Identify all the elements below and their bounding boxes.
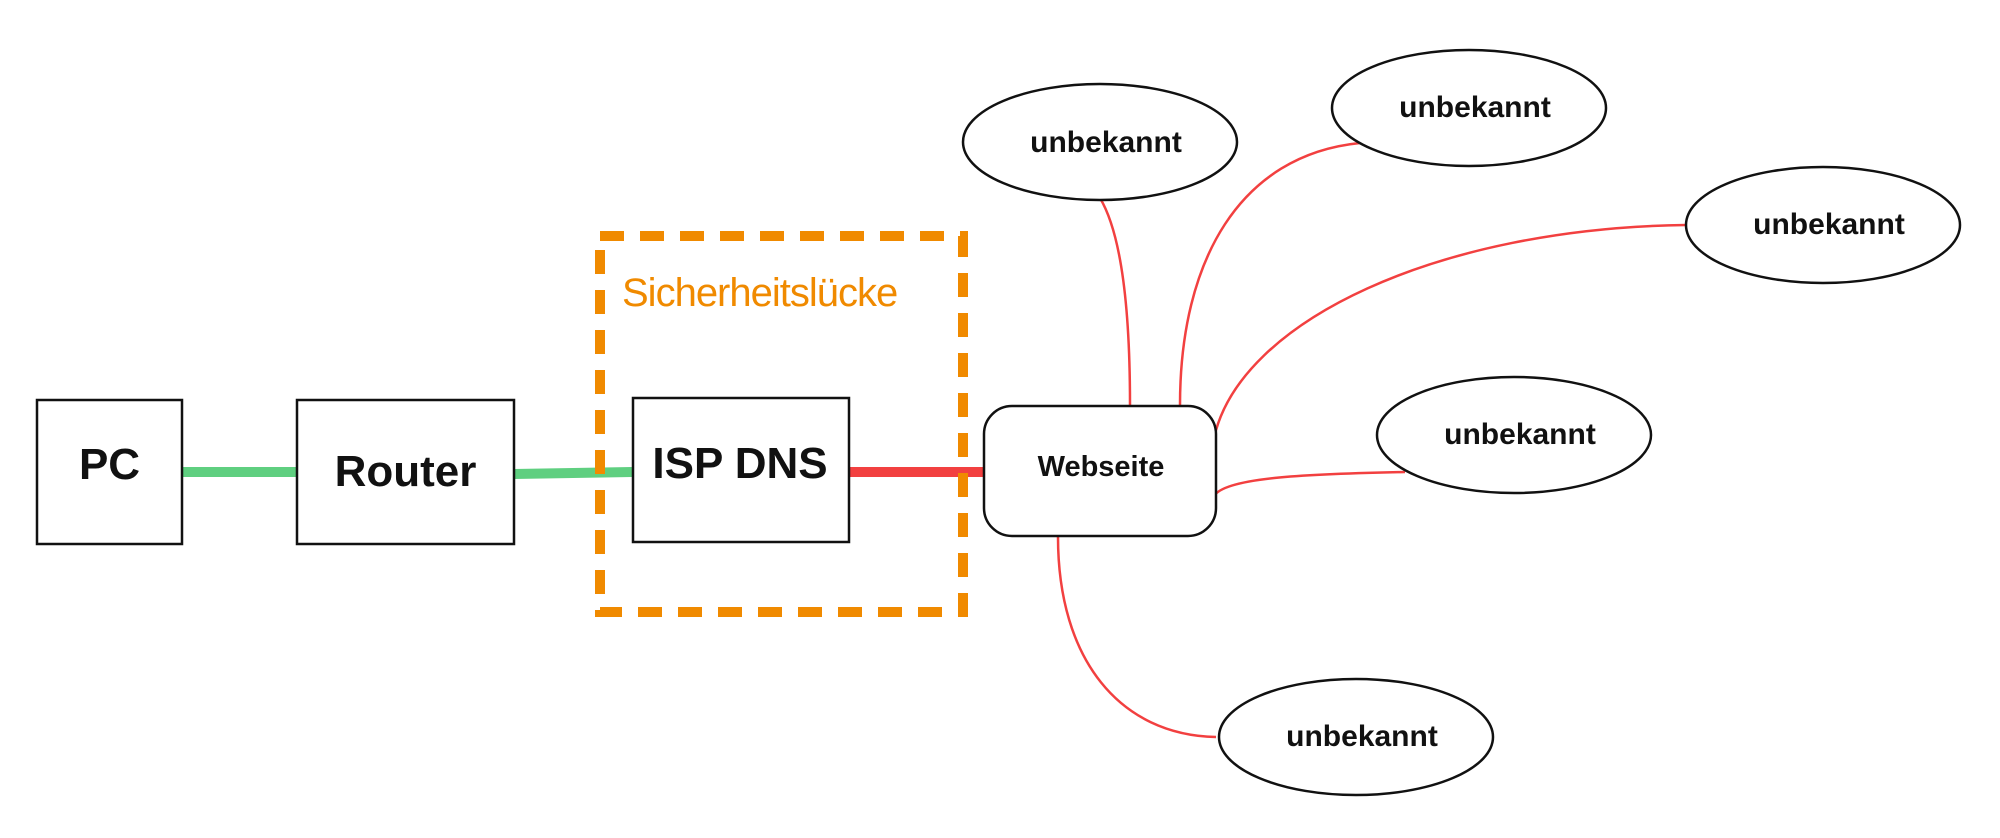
unknown-host-ellipse (1217, 677, 1495, 797)
router-label: Router (335, 447, 477, 496)
link-website-unknown-2 (1178, 141, 1361, 406)
pc-label: PC (79, 440, 140, 489)
node-isp-dns: ISP DNS (631, 396, 851, 544)
unknown-host-ellipse (961, 82, 1239, 202)
unknown-host-ellipse (1330, 48, 1608, 168)
unknown-host-4: unbekannt (1375, 375, 1653, 495)
link-router-dns (513, 467, 633, 479)
unknown-host-1: unbekannt (961, 82, 1239, 202)
unknown-host-ellipse (1375, 375, 1653, 495)
link-website-unknown-4 (1212, 470, 1406, 497)
unknown-host-ellipse (1684, 165, 1962, 285)
vulnerability-zone-border (595, 231, 968, 617)
node-router: Router (295, 398, 516, 546)
unknown-links (1056, 141, 1687, 739)
node-website: Webseite (982, 404, 1218, 538)
website-box (982, 404, 1218, 538)
unknown-host-label: unbekannt (1030, 126, 1182, 159)
isp-dns-box (631, 396, 851, 544)
router-box (295, 398, 516, 546)
unknown-host-label: unbekannt (1444, 418, 1596, 451)
website-label: Webseite (1038, 451, 1165, 483)
link-website-unknown-3 (1212, 223, 1687, 439)
unknown-host-5: unbekannt (1217, 677, 1495, 797)
link-website-unknown-5 (1056, 536, 1217, 739)
isp-dns-label: ISP DNS (652, 439, 827, 488)
vulnerability-zone-label: Sicherheitslücke (622, 271, 897, 315)
unknown-host-3: unbekannt (1684, 165, 1962, 285)
node-pc: PC (35, 398, 184, 546)
unknown-host-label: unbekannt (1753, 208, 1905, 241)
pc-box (35, 398, 184, 546)
unknown-host-2: unbekannt (1330, 48, 1608, 168)
unknown-host-label: unbekannt (1399, 91, 1551, 124)
link-website-unknown-1 (1098, 197, 1132, 406)
unknown-host-label: unbekannt (1286, 720, 1438, 753)
